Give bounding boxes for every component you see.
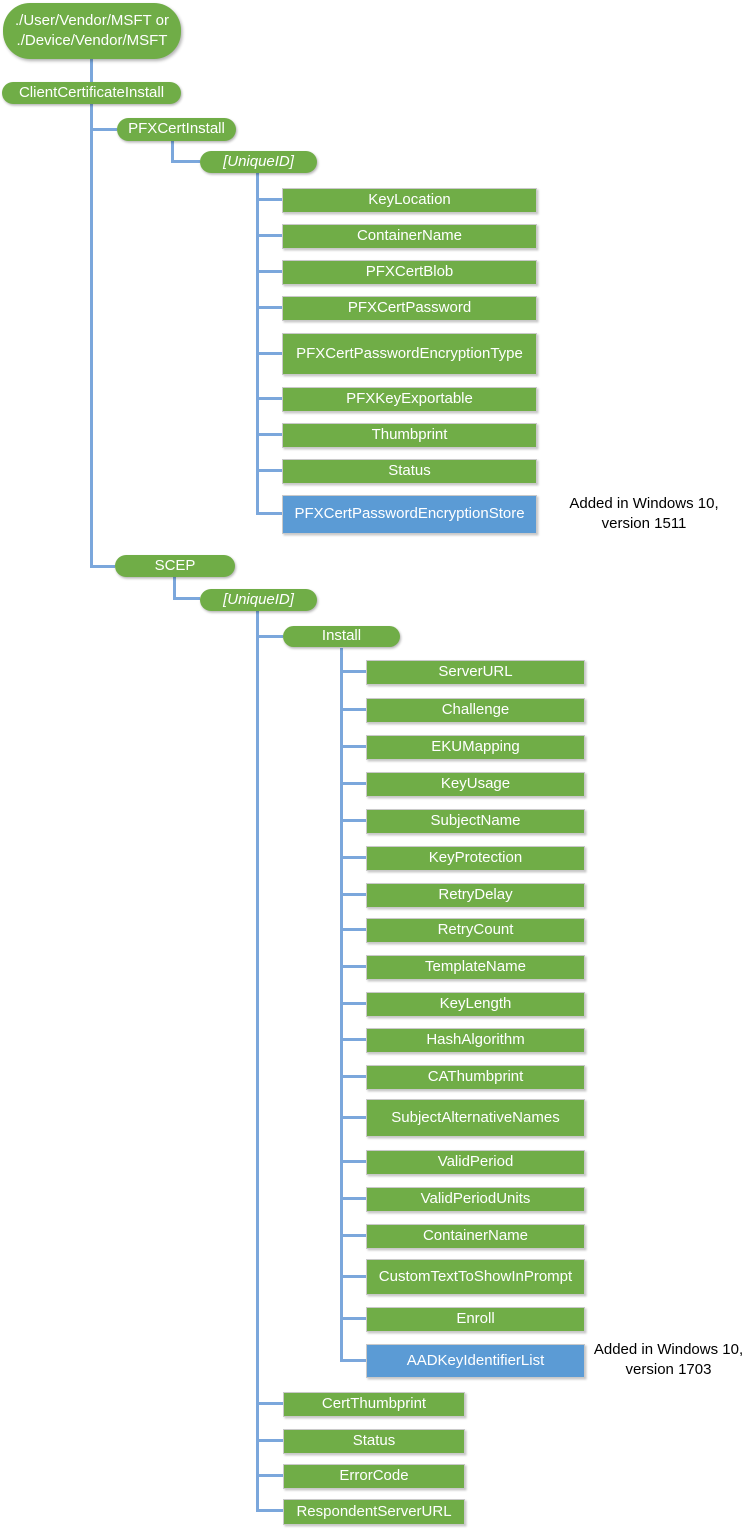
node-keylength: KeyLength (366, 992, 585, 1017)
node-errorcode: ErrorCode (283, 1464, 465, 1489)
root-line1: ./User/Vendor/MSFT or (15, 12, 169, 29)
node-respondentserverurl: RespondentServerURL (283, 1499, 465, 1525)
connector (256, 173, 259, 515)
annotation-line1: Added in Windows 10, (593, 1341, 744, 1358)
node-retrydelay: RetryDelay (366, 883, 585, 908)
connector (256, 306, 282, 309)
node-serverurl: ServerURL (366, 660, 585, 685)
connector (340, 1359, 366, 1362)
node-challenge: Challenge (366, 698, 585, 723)
connector (256, 1439, 283, 1442)
node-keyprotection: KeyProtection (366, 846, 585, 871)
connector (340, 782, 366, 785)
node-pfxcertpassword: PFXCertPassword (282, 296, 537, 321)
connector (171, 160, 200, 163)
node-ekumapping: EKUMapping (366, 735, 585, 760)
connector (340, 648, 343, 1362)
connector (340, 670, 366, 673)
connector (256, 1474, 283, 1477)
node-validperiodunits: ValidPeriodUnits (366, 1187, 585, 1212)
node-scep-uniqueid: [UniqueID] (200, 589, 317, 611)
node-pfxcertblob: PFXCertBlob (282, 260, 537, 285)
node-pfx-uniqueid: [UniqueID] (200, 151, 317, 173)
connector (256, 352, 282, 355)
annotation-win10-1703: Added in Windows 10, version 1703 (586, 1340, 751, 1380)
connector (340, 1002, 366, 1005)
connector (256, 635, 283, 638)
node-cathumbprint: CAThumbprint (366, 1065, 585, 1090)
connector (340, 965, 366, 968)
connector (256, 1509, 283, 1512)
connector (340, 1116, 366, 1119)
connector (340, 1197, 366, 1200)
node-pfxkeyexportable: PFXKeyExportable (282, 387, 537, 412)
connector (256, 611, 259, 1512)
connector (340, 856, 366, 859)
node-subjectalternativenames: SubjectAlternativeNames (366, 1099, 585, 1137)
node-pfxcertpasswordencryptionstore: PFXCertPasswordEncryptionStore (282, 495, 537, 534)
node-containername: ContainerName (282, 224, 537, 249)
node-hashalgorithm: HashAlgorithm (366, 1028, 585, 1053)
node-templatename: TemplateName (366, 955, 585, 980)
connector (340, 745, 366, 748)
connector (256, 1402, 283, 1405)
node-containername-scep: ContainerName (366, 1224, 585, 1249)
node-thumbprint: Thumbprint (282, 423, 537, 448)
connector (340, 708, 366, 711)
connector (256, 234, 282, 237)
node-subjectname: SubjectName (366, 809, 585, 834)
connector (340, 893, 366, 896)
connector (340, 1038, 366, 1041)
node-scep: SCEP (115, 555, 235, 577)
annotation-line2: version 1511 (601, 515, 687, 532)
connector (173, 597, 200, 600)
connector (340, 1275, 366, 1278)
node-keylocation: KeyLocation (282, 188, 537, 213)
connector (256, 512, 282, 515)
connector (90, 565, 115, 568)
node-status-scep: Status (283, 1429, 465, 1454)
connector (256, 270, 282, 273)
node-certthumbprint: CertThumbprint (283, 1392, 465, 1417)
node-retrycount: RetryCount (366, 918, 585, 943)
connector (90, 128, 117, 131)
annotation-line1: Added in Windows 10, (569, 495, 719, 512)
connector (256, 198, 282, 201)
connector (90, 104, 93, 568)
node-customtexttoshowinprompt: CustomTextToShowInPrompt (366, 1259, 585, 1295)
node-pfxcertinstall: PFXCertInstall (117, 118, 236, 141)
connector (256, 433, 282, 436)
node-clientcertificateinstall: ClientCertificateInstall (2, 82, 181, 104)
node-enroll: Enroll (366, 1307, 585, 1332)
node-root-path: ./User/Vendor/MSFT or ./Device/Vendor/MS… (3, 3, 181, 59)
connector (256, 469, 282, 472)
node-keyusage: KeyUsage (366, 772, 585, 797)
connector (340, 1234, 366, 1237)
connector (173, 577, 176, 600)
connector (340, 819, 366, 822)
node-install: Install (283, 626, 400, 647)
node-pfxcertpasswordencryptiontype: PFXCertPasswordEncryptionType (282, 333, 537, 375)
connector (90, 59, 93, 82)
node-aadkeyidentifierlist: AADKeyIdentifierList (366, 1344, 585, 1378)
connector (340, 1075, 366, 1078)
connector (171, 141, 174, 163)
connector (340, 1317, 366, 1320)
node-status-pfx: Status (282, 459, 537, 484)
annotation-line2: version 1703 (625, 1361, 712, 1378)
annotation-win10-1511: Added in Windows 10, version 1511 (538, 494, 750, 534)
node-validperiod: ValidPeriod (366, 1150, 585, 1175)
root-line2: ./Device/Vendor/MSFT (16, 32, 168, 49)
connector (256, 397, 282, 400)
connector (340, 928, 366, 931)
connector (340, 1160, 366, 1163)
